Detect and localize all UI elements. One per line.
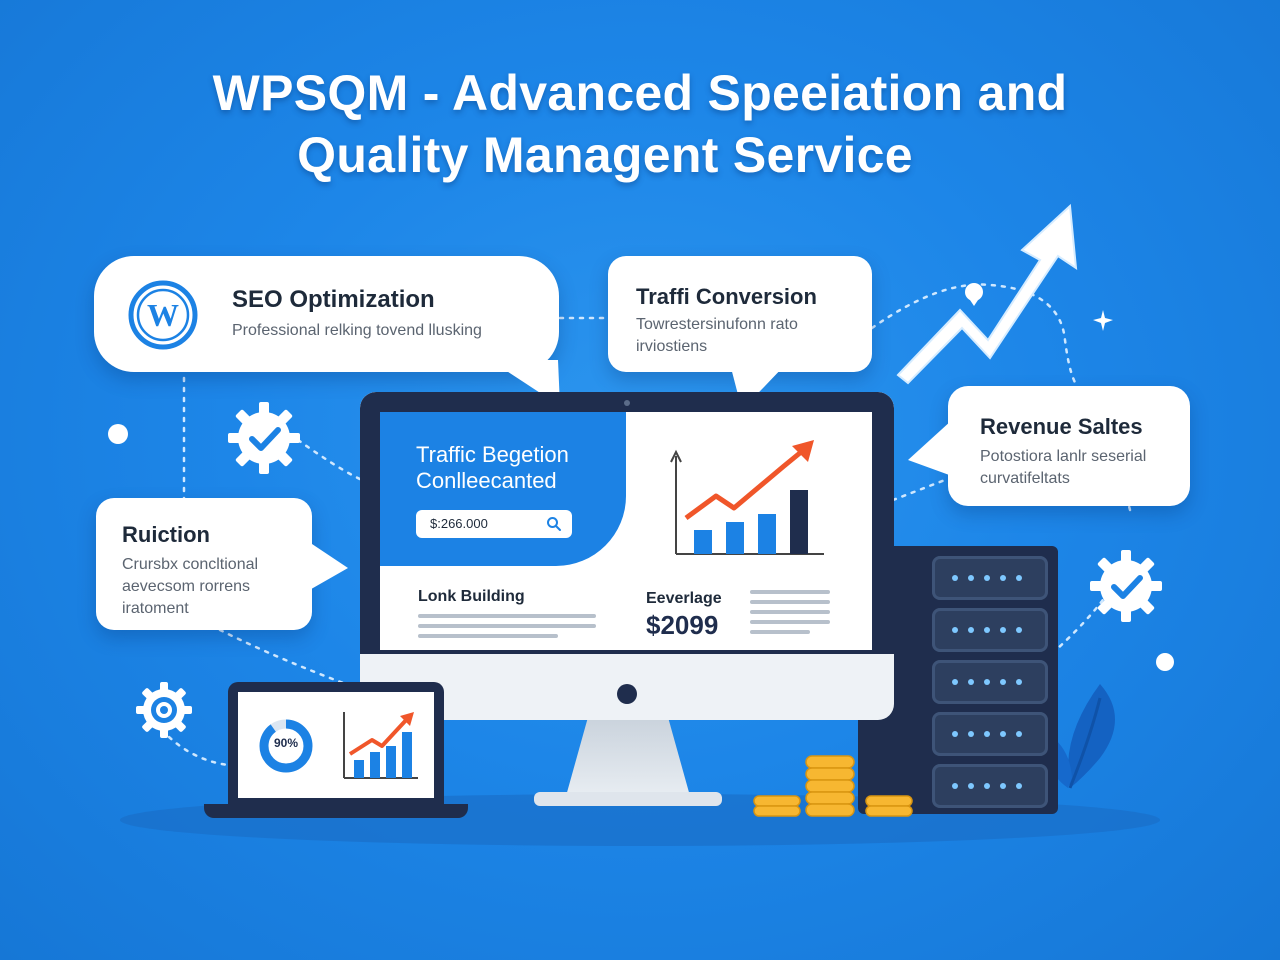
revenue-bubble-subtitle-line1: Potostiora lanlr seserial <box>980 448 1147 465</box>
progress-donut <box>259 719 313 773</box>
decor-dot <box>108 424 128 444</box>
server-unit <box>932 764 1048 808</box>
average-label: Eeverlage <box>646 590 722 607</box>
text-line-placeholder <box>750 630 810 634</box>
chart-bar <box>402 732 412 778</box>
settings-gear-icon <box>136 682 192 738</box>
hero-panel <box>380 412 626 566</box>
donut-label: 90% <box>273 736 299 750</box>
text-line-placeholder <box>418 624 596 628</box>
hero-title-line1: Traffic Begetion <box>416 442 569 467</box>
coins-icon <box>753 755 913 817</box>
chart-bar <box>758 514 776 554</box>
ruiction-card-title: Ruiction <box>122 522 210 547</box>
monitor-stand-neck <box>566 716 690 796</box>
traffic-bubble-subtitle-line1: Towrestersinufonn rato <box>636 316 798 333</box>
text-line-placeholder <box>418 634 558 638</box>
sparkle-icon <box>1093 310 1113 331</box>
chart-bar <box>726 522 744 554</box>
search-input-value: $:266.000 <box>430 516 488 531</box>
traffic-bubble-title: Traffi Conversion <box>636 284 817 309</box>
server-unit <box>932 712 1048 756</box>
chart-bar <box>694 530 712 554</box>
ruiction-card-tail <box>306 540 348 592</box>
gear-check-icon <box>1090 550 1162 622</box>
hero-title-line2: Conlleecanted <box>416 468 557 493</box>
monitor-stand-base <box>534 792 722 806</box>
ruiction-card-line1: Crursbx concltional <box>122 556 259 573</box>
page-title-line2: Quality Managent Service <box>297 127 913 183</box>
ruiction-card-line3: iratoment <box>122 600 189 617</box>
server-unit <box>932 608 1048 652</box>
monitor-screen: Traffic Begetion Conlleecanted $:266.000… <box>380 412 872 650</box>
page-title-line1: WPSQM - Advanced Speeiation and <box>212 65 1068 121</box>
gear-check-icon <box>228 402 300 474</box>
ruiction-card-line2: aevecsom rorrens <box>122 578 251 595</box>
revenue-bubble-subtitle-line2: curvatifeltats <box>980 470 1070 487</box>
traffic-conversion-bubble: Traffi Conversion Towrestersinufonn rato… <box>608 256 872 372</box>
seo-bubble-subtitle: Professional relking tovend llusking <box>232 322 482 339</box>
chart-bar <box>370 752 380 778</box>
revenue-sales-bubble: Revenue Saltes Potostiora lanlr seserial… <box>948 386 1190 506</box>
pin-icon <box>965 283 983 306</box>
page-title: WPSQM - Advanced Speeiation and Quality … <box>0 62 1280 186</box>
seo-optimization-bubble: W SEO Optimization Professional relking … <box>94 256 559 372</box>
monitor-camera <box>624 400 630 406</box>
laptop-base <box>204 804 468 818</box>
chart-bar <box>354 760 364 778</box>
link-building-label: Lonk Building <box>418 588 525 605</box>
screen-growth-chart <box>670 440 824 555</box>
average-value: $2099 <box>646 610 719 640</box>
revenue-bubble-title: Revenue Saltes <box>980 414 1143 439</box>
seo-bubble-title: SEO Optimization <box>232 286 435 313</box>
wordpress-icon: W <box>128 280 198 350</box>
text-line-placeholder <box>750 620 830 624</box>
laptop-growth-chart <box>343 712 418 779</box>
svg-text:W: W <box>147 297 179 333</box>
search-input[interactable]: $:266.000 <box>416 510 572 538</box>
chart-bar <box>386 746 396 778</box>
server-unit <box>932 556 1048 600</box>
text-line-placeholder <box>750 600 830 604</box>
server-unit <box>932 660 1048 704</box>
traffic-bubble-subtitle-line2: irviostiens <box>636 338 708 355</box>
ruiction-card: Ruiction Crursbx concltional aevecsom ro… <box>96 498 312 630</box>
chart-bar <box>790 490 808 554</box>
text-line-placeholder <box>418 614 596 618</box>
text-line-placeholder <box>750 610 830 614</box>
monitor-power-button <box>617 684 637 704</box>
growth-arrow-icon <box>896 203 1078 385</box>
search-icon[interactable] <box>546 516 562 532</box>
decor-dot <box>1156 653 1174 671</box>
laptop-screen: 90% <box>238 692 434 798</box>
revenue-bubble-tail <box>908 420 952 476</box>
text-line-placeholder <box>750 590 830 594</box>
